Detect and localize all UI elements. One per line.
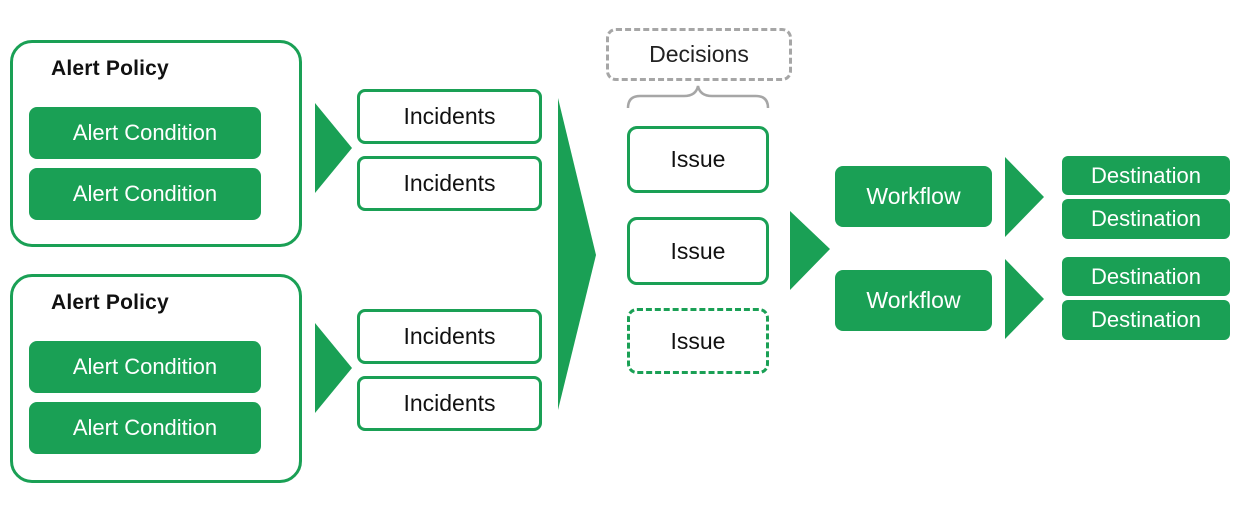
arrow-icon [315,103,352,193]
workflow-box: Workflow [835,270,992,331]
incidents-box: Incidents [357,309,542,364]
issue-box: Issue [627,126,769,193]
destination-box: Destination [1062,257,1230,296]
decisions-box: Decisions [606,28,792,81]
destination-box: Destination [1062,300,1230,340]
alert-condition: Alert Condition [29,107,261,159]
destination-box: Destination [1062,199,1230,239]
alert-condition: Alert Condition [29,402,261,454]
issue-box: Issue [627,217,769,285]
arrow-icon [1005,259,1044,339]
arrow-icon [790,211,830,290]
incidents-box: Incidents [357,376,542,431]
arrow-icon [315,323,352,413]
alert-policy-1: Alert Policy Alert Condition Alert Condi… [10,40,302,247]
alert-policy-2: Alert Policy Alert Condition Alert Condi… [10,274,302,483]
arrow-icon [558,98,596,410]
incidents-box: Incidents [357,156,542,211]
alert-condition: Alert Condition [29,168,261,220]
destination-box: Destination [1062,156,1230,195]
issue-box-dashed: Issue [627,308,769,374]
workflow-box: Workflow [835,166,992,227]
alert-condition: Alert Condition [29,341,261,393]
bracket-icon [626,85,770,109]
arrow-icon [1005,157,1044,237]
alert-policy-title: Alert Policy [51,57,169,80]
alert-policy-title: Alert Policy [51,291,169,314]
incidents-box: Incidents [357,89,542,144]
